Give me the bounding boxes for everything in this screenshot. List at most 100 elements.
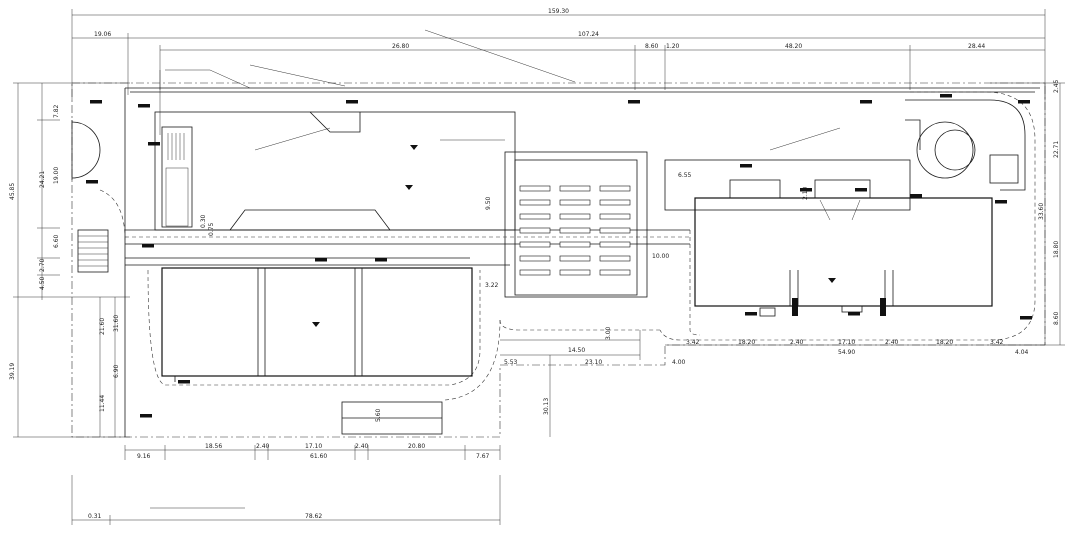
dim-seg-e: 28.44 xyxy=(968,43,985,50)
label-tag xyxy=(628,100,640,104)
dim-bot-f: 20.80 xyxy=(408,443,425,450)
internal-road xyxy=(125,229,690,266)
dim-mid-l: 2.10 xyxy=(802,186,809,200)
dim-right-4: 18.80 xyxy=(1053,241,1060,258)
label-tag xyxy=(1020,316,1032,320)
label-tag xyxy=(148,142,160,146)
dim-mid-j: 0.30 xyxy=(200,214,207,228)
label-tag xyxy=(1018,100,1030,104)
dim-mid-k: 0.75 xyxy=(208,222,215,236)
central-parking-block xyxy=(504,151,648,298)
parking-slot xyxy=(599,185,631,192)
parking-slot xyxy=(599,213,631,220)
label-tag xyxy=(315,258,327,262)
dim-mid-a: 14.50 xyxy=(568,347,585,354)
dim-left-lower-c: 11.44 xyxy=(99,395,106,412)
parking-slot xyxy=(599,255,631,262)
parking-slot xyxy=(519,255,551,262)
parking-slot xyxy=(519,227,551,234)
dim-rb-i: 4.04 xyxy=(1015,349,1029,356)
parking-slot xyxy=(519,199,551,206)
dim-bot-b: 18.56 xyxy=(205,443,222,450)
dim-bot-e: 2.40 xyxy=(355,443,369,450)
parking-slot xyxy=(559,255,591,262)
dim-left-lower-a2: 31.60 xyxy=(113,315,120,332)
dim-rb-c: 2.40 xyxy=(790,339,804,346)
parking-slot xyxy=(559,185,591,192)
dim-rb-h: 54.90 xyxy=(838,349,855,356)
label-tag xyxy=(740,164,752,168)
parking-slots xyxy=(519,185,631,276)
label-tag xyxy=(855,188,867,192)
dim-mid-n: 3.00 xyxy=(605,326,612,340)
bottom-dimension-lines: 9.16 18.56 2.40 17.10 2.40 20.80 7.67 61… xyxy=(71,172,1045,525)
dim-left-6: 4.50 xyxy=(39,276,46,290)
label-tag xyxy=(140,414,152,418)
parking-slot xyxy=(559,241,591,248)
label-tag xyxy=(995,200,1007,204)
label-tag xyxy=(86,180,98,184)
top-dimension-lines: 159.30 19.06 107.24 26.80 8.60 1.20 48.2… xyxy=(71,8,1046,135)
dim-bot-sub: 61.60 xyxy=(310,453,327,460)
parking-slot xyxy=(599,199,631,206)
parking-slot xyxy=(519,269,551,276)
dim-mid-e: 5.53 xyxy=(504,359,518,366)
dim-seg-c: 1.20 xyxy=(666,43,680,50)
dim-mid-i: 5.60 xyxy=(375,408,382,422)
dim-rb-g: 3.42 xyxy=(990,339,1004,346)
dim-mid-d: 9.50 xyxy=(485,196,492,210)
parking-slot xyxy=(599,241,631,248)
parking-slot xyxy=(519,213,551,220)
label-tag xyxy=(848,312,860,316)
parking-slot xyxy=(599,269,631,276)
dim-top-total: 159.30 xyxy=(548,8,569,15)
dim-mid-c: 30.13 xyxy=(543,398,550,415)
dim-right-3: 33.60 xyxy=(1038,203,1045,220)
entrance-gate xyxy=(71,120,126,273)
dim-seg-d: 48.20 xyxy=(785,43,802,50)
label-tag xyxy=(142,244,154,248)
dim-left-lower-a: 21.60 xyxy=(99,318,106,335)
dim-left-4: 6.60 xyxy=(53,234,60,248)
dim-rb-b: 18.20 xyxy=(738,339,755,346)
dim-mid-b: 23.10 xyxy=(585,359,602,366)
dim-top-left: 19.06 xyxy=(94,31,111,38)
dim-mid-h: 3.22 xyxy=(485,282,499,289)
label-tag xyxy=(346,100,358,104)
dim-mid-g: 6.55 xyxy=(678,172,692,179)
building-east xyxy=(664,127,993,317)
dim-right-5: 8.60 xyxy=(1053,311,1060,325)
dim-left-3b: 19.00 xyxy=(53,167,60,184)
parking-slot xyxy=(519,185,551,192)
dim-bot-g: 7.67 xyxy=(476,453,490,460)
dim-rb-a: 3.42 xyxy=(686,339,700,346)
label-tag xyxy=(90,100,102,104)
label-tag xyxy=(910,194,922,198)
dim-rb-d: 17.10 xyxy=(838,339,855,346)
site-boundary xyxy=(71,82,1046,438)
dim-rb-j: 4.00 xyxy=(672,359,686,366)
dim-left-total: 45.85 xyxy=(9,183,16,200)
right-dimension-lines: 2.45 22.71 33.60 18.80 8.60 xyxy=(990,79,1065,346)
dim-bot-d: 17.10 xyxy=(305,443,322,450)
label-tag xyxy=(745,312,757,316)
dim-right-2: 22.71 xyxy=(1053,141,1060,158)
dim-bot-c: 2.40 xyxy=(256,443,270,450)
dim-bot2-a: 0.31 xyxy=(88,513,102,520)
dim-bot2-b: 78.62 xyxy=(305,513,322,520)
left-dimension-lines: 45.85 7.82 24.21 19.00 6.60 2.70 4.50 39… xyxy=(9,82,130,438)
dim-left-2: 7.82 xyxy=(53,104,60,118)
label-tag xyxy=(375,258,387,262)
dim-right-1: 2.45 xyxy=(1053,79,1060,93)
building-north-west xyxy=(154,111,516,231)
label-tag xyxy=(800,188,812,192)
label-tag xyxy=(178,380,190,384)
dim-mid-f: 10.00 xyxy=(652,253,669,260)
building-south-west xyxy=(147,267,501,435)
parking-slot xyxy=(559,227,591,234)
label-tag xyxy=(940,94,952,98)
parking-slot xyxy=(559,269,591,276)
parking-slot xyxy=(559,213,591,220)
parking-slot xyxy=(599,227,631,234)
